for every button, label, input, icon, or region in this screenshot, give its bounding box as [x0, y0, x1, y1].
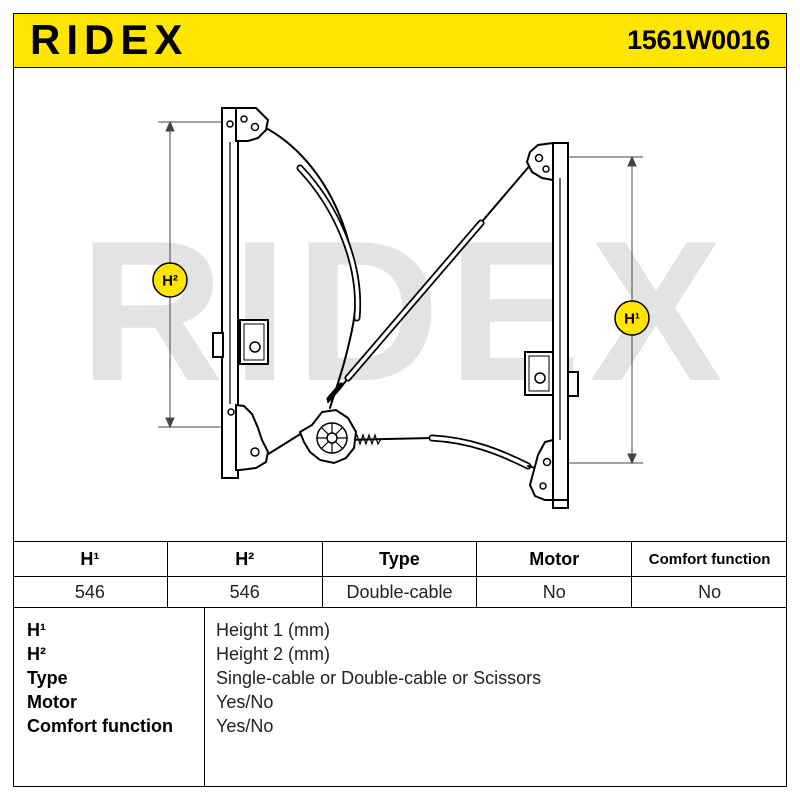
left-arc-sheath-core [298, 166, 360, 320]
left-top-bracket-pulley [250, 122, 260, 132]
h1-badge-circle [614, 300, 650, 336]
ridex-logo: RIDEX [30, 16, 189, 63]
legend-terms: H¹ H² Type Motor Comfort function [13, 607, 205, 787]
left-bottom-pulley [250, 447, 260, 457]
specs-table-value-row: 546 546 Double-cable No No [13, 577, 787, 608]
header-comfort-function: Comfort function [648, 550, 771, 568]
diagonal-sheath-core [346, 221, 483, 380]
right-top-bracket-pulley [534, 153, 544, 163]
value-type: Double-cable [323, 577, 478, 607]
left-rail-bottom-bracket [235, 403, 270, 471]
value-h1: 546 [13, 577, 168, 607]
part-number: 1561W0016 [627, 24, 770, 55]
right-rail [524, 141, 579, 509]
legend-term: H² [27, 644, 46, 664]
left-top-fastener [226, 120, 234, 128]
h1-bottom-arrow [627, 453, 637, 465]
header-bar: RIDEX 1561W0016 [13, 13, 787, 68]
right-rail-foot [552, 499, 569, 509]
value-comfort-function: No [698, 581, 722, 602]
cable-drum [298, 408, 358, 465]
right-slider-tab [567, 371, 579, 397]
left-bottom-fastener [227, 408, 235, 416]
left-lower-cable [261, 432, 303, 459]
h1-top-arrow [627, 155, 637, 167]
legend-descriptions: Height 1 (mm) Height 2 (mm) Single-cable… [205, 607, 787, 787]
right-bottom-hole [539, 482, 547, 490]
cables [261, 125, 551, 473]
right-bottom-pulley [542, 457, 552, 467]
bottom-cable-spring [353, 433, 382, 446]
h2-badge: H² [152, 262, 188, 298]
diagonal-cable-end-fitting [326, 382, 344, 402]
h2-bottom-arrow [165, 417, 175, 429]
legend: H¹ H² Type Motor Comfort function Height… [13, 607, 787, 787]
cable-drum-hub [326, 432, 338, 444]
header-type: Type [323, 542, 478, 576]
left-top-bracket-hole [240, 115, 248, 123]
legend-term: Comfort function [27, 716, 173, 736]
right-top-bracket-hole [542, 165, 550, 173]
left-rail [212, 107, 270, 479]
legend-description: Yes/No [216, 692, 274, 712]
value-motor: No [477, 577, 633, 607]
legend-term: H¹ [27, 620, 46, 640]
h2-badge-label: H² [162, 273, 178, 290]
h2-badge-circle [152, 262, 188, 298]
specs-table-header-row: H¹ H² Type Motor Comfort function [13, 542, 787, 577]
legend-term: Motor [27, 692, 77, 712]
cable-drum-spokes [317, 423, 347, 453]
bottom-sheath-core [430, 436, 530, 468]
legend-description: Height 2 (mm) [216, 644, 331, 664]
window-regulator-diagram: RIDEX H² H¹ [79, 107, 723, 509]
bottom-cable [344, 437, 433, 441]
header-h2: H² [168, 542, 323, 576]
bottom-sheath-outline [428, 434, 532, 470]
value-h2: 546 [168, 577, 323, 607]
specs-table: H¹ H² Type Motor Comfort function 546 54… [13, 541, 787, 608]
left-slider-tab [212, 332, 224, 358]
h1-badge-label: H¹ [624, 311, 640, 328]
legend-description: Single-cable or Double-cable or Scissors [216, 668, 542, 688]
legend-term: Type [27, 668, 68, 688]
legend-description: Yes/No [216, 716, 274, 736]
h2-top-arrow [165, 120, 175, 132]
h1-badge: H¹ [614, 300, 650, 336]
header-motor: Motor [477, 542, 633, 576]
right-slider-bolt [534, 372, 546, 384]
legend-description: Height 1 (mm) [216, 620, 331, 640]
right-rail-bottom-bracket [528, 438, 554, 501]
left-slider-bolt [249, 341, 261, 353]
header-h1: H¹ [13, 542, 168, 576]
